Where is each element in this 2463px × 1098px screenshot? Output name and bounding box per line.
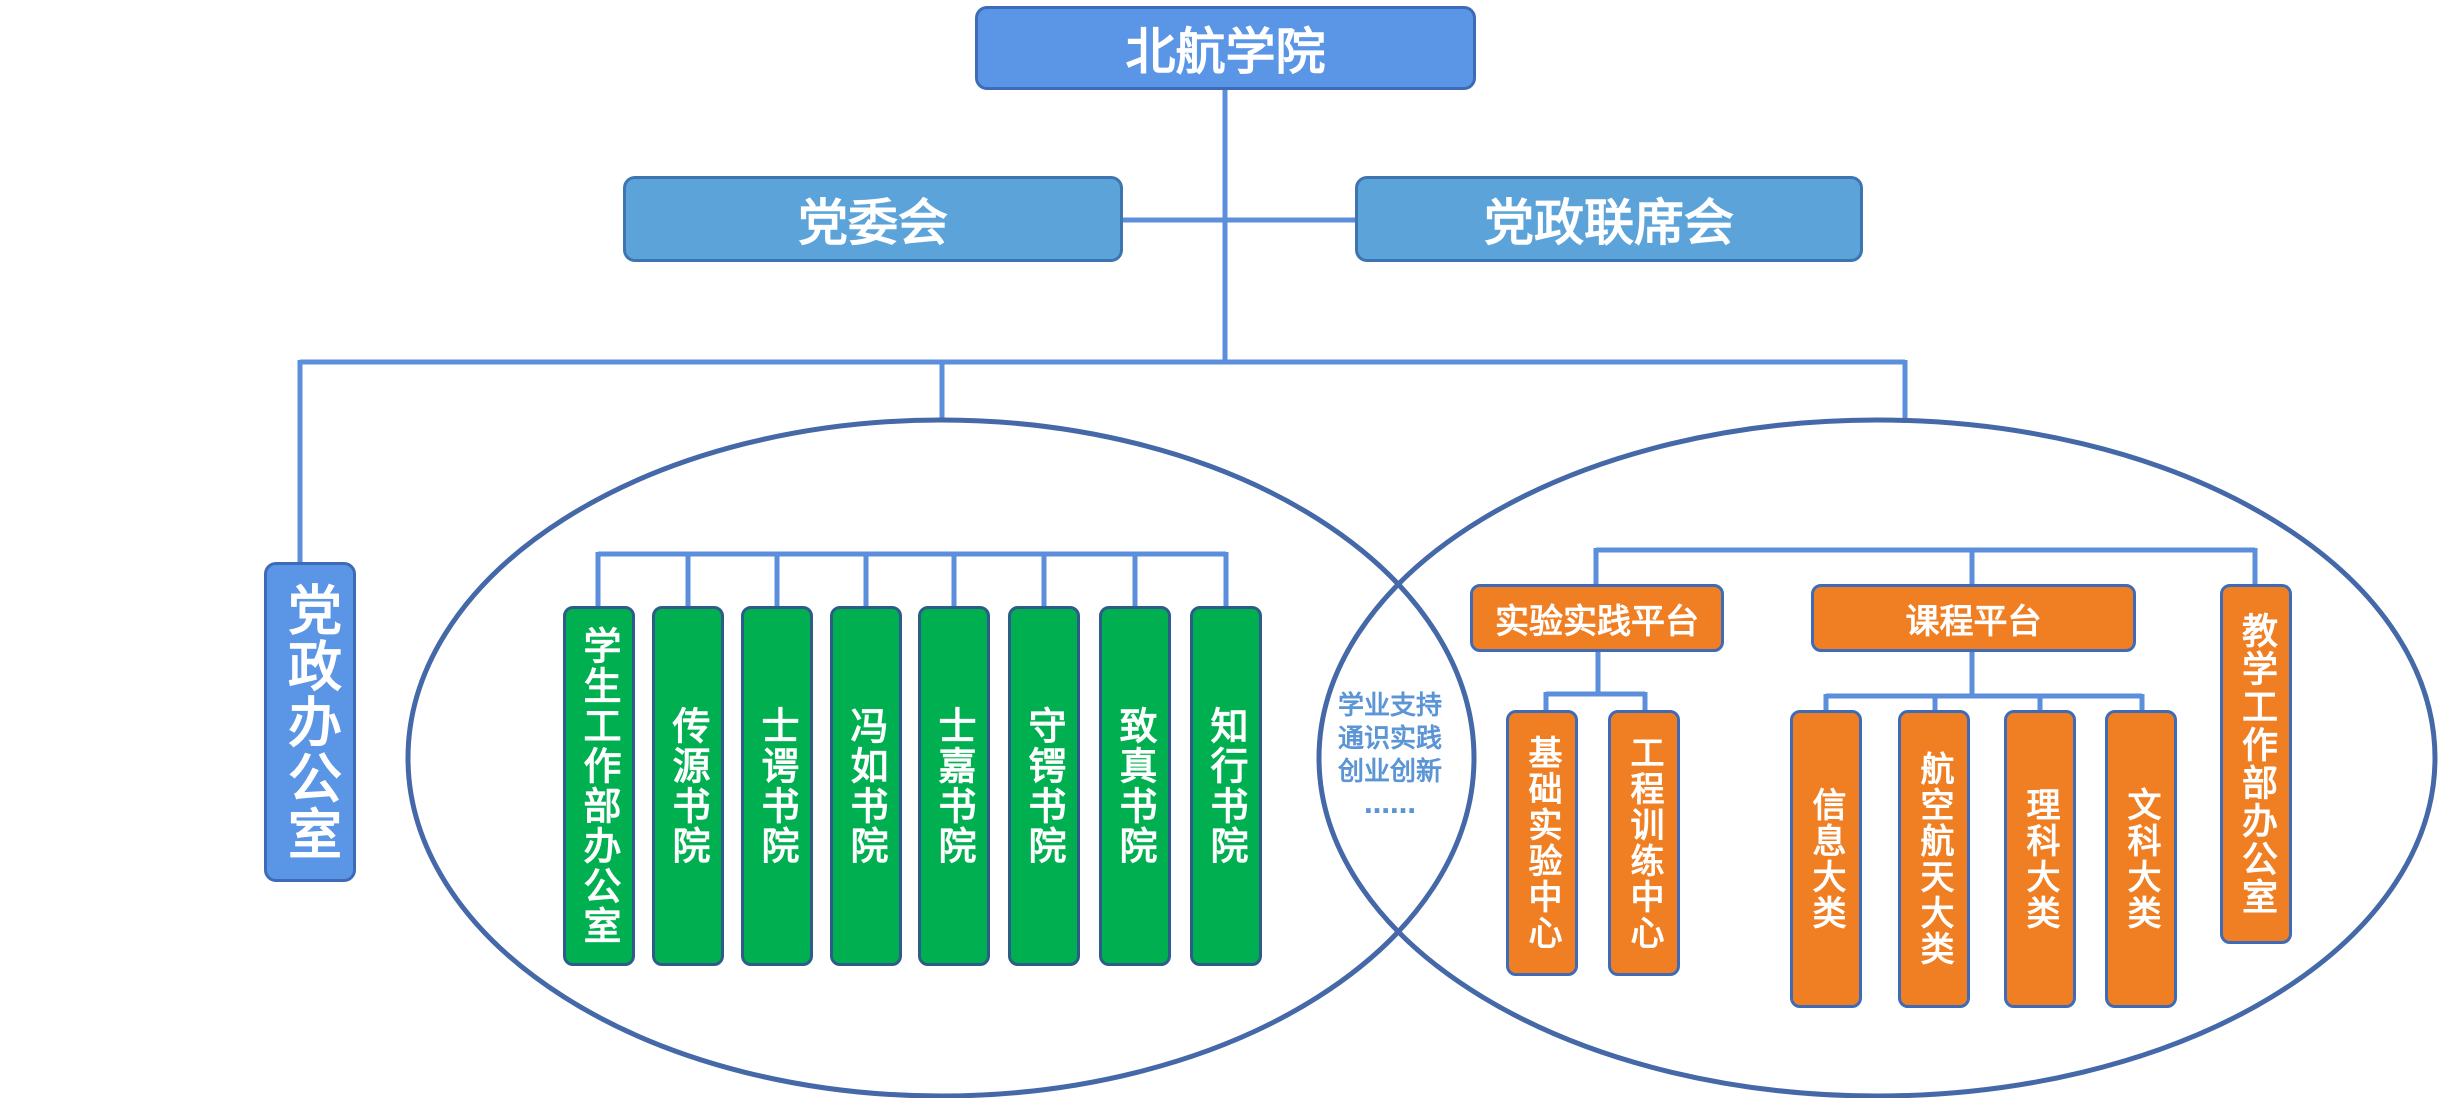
college-label: 学生工作部办公室 [577,626,621,946]
intersection-note-line: …… [1364,790,1416,820]
college-label: 冯如书院 [844,706,888,866]
college-label: 知行书院 [1204,706,1248,866]
college-student-affairs-office: 学生工作部办公室 [563,606,635,966]
course-platform-label: 课程平台 [1905,601,2042,642]
party-office-label: 党政办公室 [278,582,342,862]
party-office-node: 党政办公室 [264,562,356,882]
party-committee-node: 党委会 [623,176,1123,262]
college-label: 士谔书院 [755,706,799,866]
college-zhizhen: 致真书院 [1099,606,1171,966]
college-label: 传源书院 [666,706,710,866]
course-child-label: 理科大类 [2020,787,2060,931]
college-chuanyuan: 传源书院 [652,606,724,966]
engineering-training-center-node: 工程训练中心 [1608,710,1680,976]
college-label: 守锷书院 [1022,706,1066,866]
information-category-node: 信息大类 [1790,710,1862,1008]
science-category-node: 理科大类 [2004,710,2076,1008]
basic-lab-center-node: 基础实验中心 [1506,710,1578,976]
practice-platform-node: 实验实践平台 [1470,584,1724,652]
college-shie: 士谔书院 [741,606,813,966]
college-zhixing: 知行书院 [1190,606,1262,966]
intersection-note-line: 创业创新 [1337,757,1442,787]
college-fengru: 冯如书院 [830,606,902,966]
practice-child-label: 基础实验中心 [1522,735,1562,951]
teaching-office-node: 教学工作部办公室 [2220,584,2292,944]
course-platform-node: 课程平台 [1811,584,2136,652]
root-label: 北航学院 [1125,23,1326,81]
liberal-arts-category-node: 文科大类 [2105,710,2177,1008]
practice-child-label: 工程训练中心 [1624,735,1664,951]
joint-meeting-label: 党政联席会 [1484,194,1734,252]
course-child-label: 航空航天大类 [1914,751,1954,967]
aerospace-category-node: 航空航天大类 [1898,710,1970,1008]
teaching-office-label: 教学工作部办公室 [2236,612,2277,916]
college-label: 致真书院 [1113,706,1157,866]
intersection-note: 学业支持 通识实践 创业创新 …… [1310,690,1470,822]
joint-meeting-node: 党政联席会 [1355,176,1863,262]
college-shijia: 士嘉书院 [918,606,990,966]
intersection-note-line: 学业支持 [1337,691,1442,721]
college-shouyao: 守锷书院 [1008,606,1080,966]
college-ellipse [405,417,1477,1098]
course-child-label: 信息大类 [1806,787,1846,931]
party-committee-label: 党委会 [798,194,948,252]
college-label: 士嘉书院 [932,706,976,866]
teaching-ellipse [1316,417,2438,1098]
course-child-label: 文科大类 [2121,787,2161,931]
practice-platform-label: 实验实践平台 [1495,601,1699,642]
intersection-note-line: 通识实践 [1337,724,1442,754]
root-node: 北航学院 [975,6,1476,90]
